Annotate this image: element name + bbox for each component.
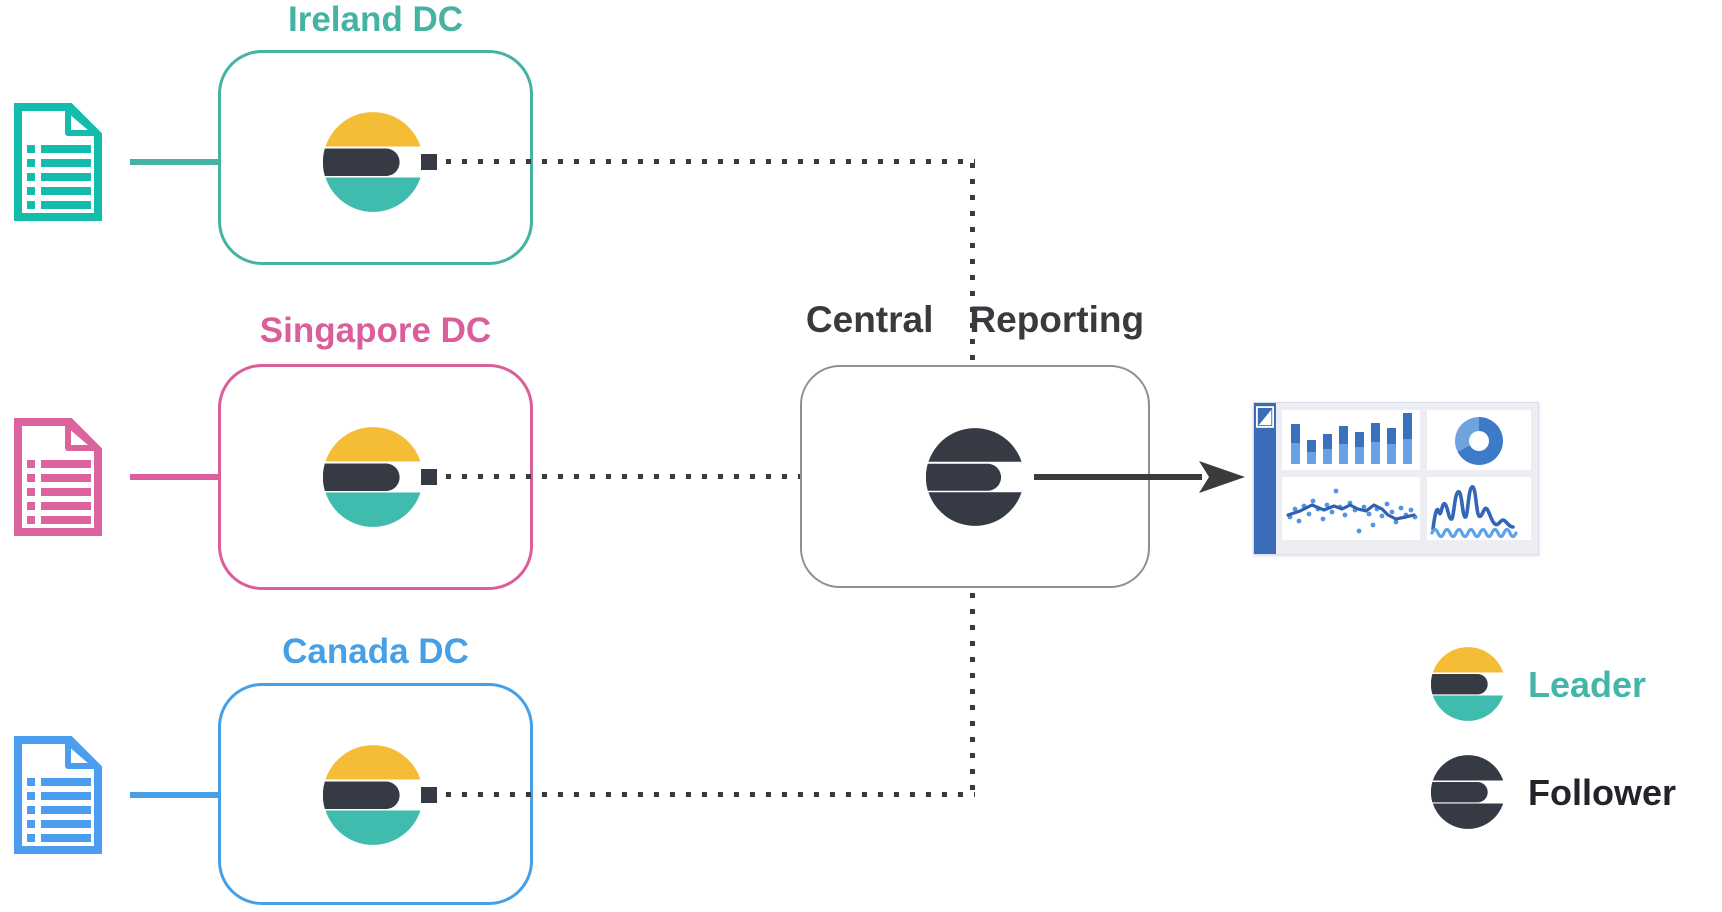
dashboard-panels: [1282, 410, 1531, 540]
replication-port: [421, 154, 437, 170]
donut-hole: [1469, 431, 1489, 451]
replication-port: [421, 469, 437, 485]
elasticsearch-logo-follower: [1431, 755, 1505, 829]
ingest-arrow-shaft: [130, 159, 275, 165]
ireland-replication-dotted-line-v: [970, 163, 975, 392]
canada-replication-dotted-line-v: [970, 561, 975, 794]
central-title-word-left: Central: [805, 299, 934, 340]
replication-dotted-line-h: [446, 792, 975, 797]
legend-label-leader: Leader: [1528, 664, 1647, 705]
replication-dotted-line-h: [446, 474, 896, 479]
singapore-dc-title: Singapore DC: [259, 311, 492, 350]
central-title-word-right: Reporting: [969, 299, 1145, 340]
donut-chart: [1427, 410, 1531, 470]
canada-dc-title: Canada DC: [282, 632, 469, 671]
line-waves: [1427, 477, 1531, 540]
scatter-plot-graphic: [1286, 488, 1418, 534]
legend-label-follower: Follower: [1528, 772, 1677, 813]
line-waves-graphic: [1430, 485, 1518, 539]
elasticsearch-logo-follower: [926, 428, 1024, 526]
elasticsearch-logo-leader: [323, 745, 423, 845]
replication-dotted-line-h: [446, 159, 975, 164]
scatter-plot: [1282, 477, 1420, 540]
elasticsearch-logo-leader: [1431, 647, 1505, 721]
document-icon: [12, 101, 104, 223]
bar-chart-bars: [1282, 410, 1420, 470]
ireland-dc-title: Ireland DC: [287, 0, 464, 39]
output-arrow-head: [1199, 461, 1245, 493]
kibana-dashboard-icon: [1253, 402, 1539, 555]
stacked-bar-chart: [1282, 410, 1420, 470]
document-icon: [12, 734, 104, 856]
ingest-arrow-shaft: [130, 792, 275, 798]
replication-port: [421, 787, 437, 803]
donut-ring: [1455, 417, 1503, 465]
kibana-sidebar: [1254, 403, 1276, 554]
document-icon: [12, 416, 104, 538]
ingest-arrow-shaft: [130, 474, 275, 480]
kibana-logo-icon: [1256, 406, 1274, 428]
elasticsearch-logo-leader: [323, 112, 423, 212]
elasticsearch-logo-leader: [323, 427, 423, 527]
output-arrow-shaft: [1034, 474, 1202, 480]
central-reporting-title: Central Reporting: [775, 299, 1175, 341]
